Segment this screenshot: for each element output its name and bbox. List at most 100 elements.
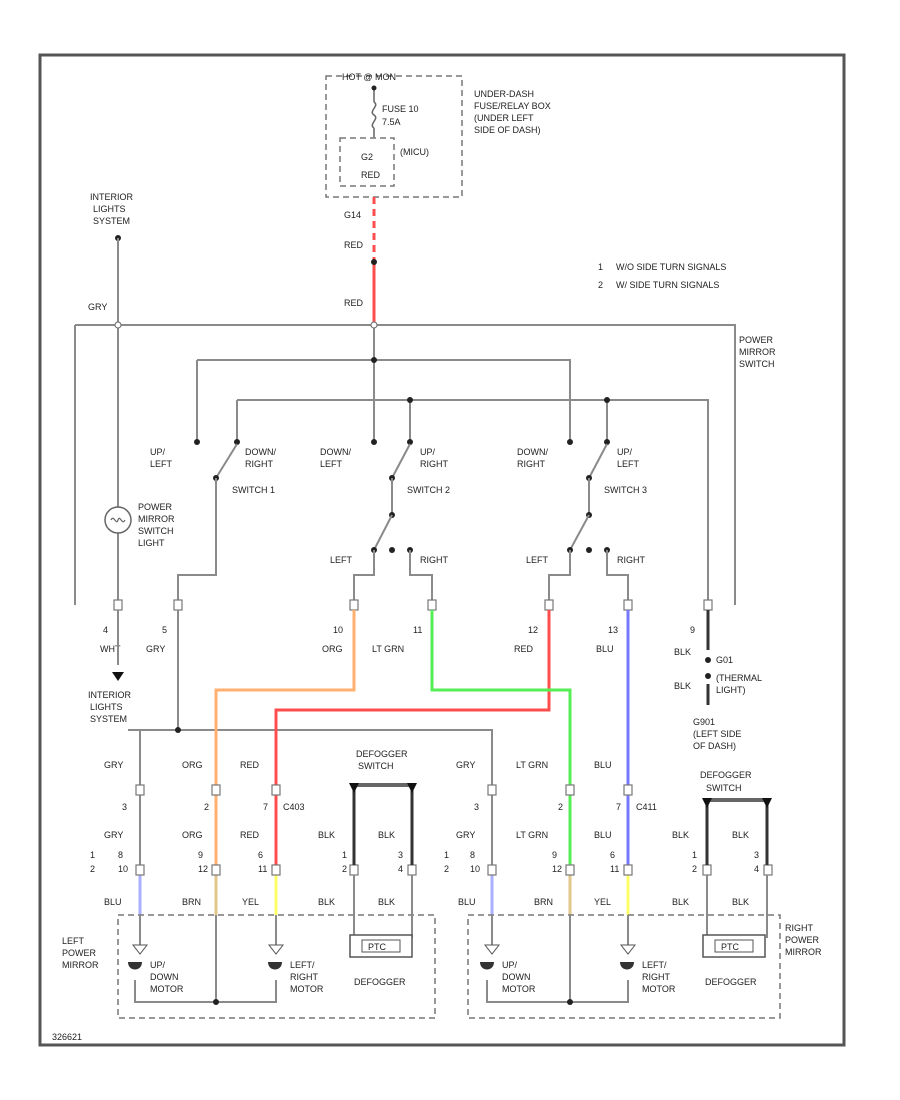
left-mirror-3: MIRROR: [62, 960, 99, 970]
sw3-name: SWITCH 3: [604, 485, 647, 495]
pin-1-dl: 1: [342, 850, 347, 860]
pm-switch-3: SWITCH: [739, 359, 775, 369]
pin-7-l: 7: [263, 802, 268, 812]
right-leftright-motor-icon: [620, 962, 634, 970]
lbl-red-l1: RED: [240, 760, 260, 770]
ptc-left: PTC: [368, 942, 387, 952]
lbl-blk-dr1: BLK: [672, 830, 689, 840]
defogger-switch-right: [702, 798, 772, 865]
sw1-b-2: RIGHT: [245, 459, 274, 469]
power-mirror-switch-block: [74, 238, 736, 605]
pin-6-r: 6: [610, 850, 615, 860]
left-mirror-2: POWER: [62, 948, 97, 958]
lbl-blu-r: BLU: [458, 897, 476, 907]
ground-arrow-icon: [112, 672, 124, 681]
sw3-left: LEFT: [526, 555, 549, 565]
diagram-frame: [38, 53, 846, 1047]
pin-1-dr: 1: [692, 850, 697, 860]
lbl-blk-dr2: BLK: [732, 830, 749, 840]
pin-2-dr: 2: [692, 864, 697, 874]
wire-label-gry-top: GRY: [88, 302, 107, 312]
pin-11-l: 11: [258, 864, 267, 874]
footer-code: 326621: [52, 1032, 82, 1042]
mirror-connectors: [135, 784, 773, 876]
rm-lr-1: LEFT/: [642, 960, 667, 970]
lbl-gry-l2: GRY: [104, 830, 123, 840]
lm-lr-1: LEFT/: [290, 960, 315, 970]
pin-12-r: 12: [552, 864, 562, 874]
pin-7-r: 7: [616, 802, 621, 812]
c403-label: C403: [283, 802, 305, 812]
pin-11-r: 11: [610, 864, 619, 874]
sw-light-4: LIGHT: [138, 538, 165, 548]
left-updown-motor-icon: [128, 962, 142, 970]
rm-updown-2: DOWN: [502, 972, 531, 982]
interior-bot-2: LIGHTS: [90, 702, 123, 712]
right-mirror-3: MIRROR: [785, 947, 822, 957]
sw1-b-1: DOWN/: [245, 447, 276, 457]
relay-name: (MICU): [400, 147, 429, 157]
legend-num-2: 2: [598, 280, 603, 290]
relay-pin: RED: [361, 170, 381, 180]
pin-9-r: 9: [552, 850, 557, 860]
wire-label-gry-5: GRY: [146, 644, 165, 654]
interior-top-2: LIGHTS: [93, 204, 126, 214]
pin-8-l: 8: [118, 850, 123, 860]
rm-lr-3: MOTOR: [642, 984, 676, 994]
lbl-blk-dl4: BLK: [378, 897, 395, 907]
lm-lr-3: MOTOR: [290, 984, 324, 994]
pin-9: 9: [690, 625, 695, 635]
sw2-right: RIGHT: [420, 555, 449, 565]
lbl-brn-r: BRN: [534, 897, 553, 907]
interior-top-1: INTERIOR: [90, 192, 134, 202]
fuse-box-location-3: (UNDER LEFT: [474, 113, 534, 123]
pin-5: 5: [162, 625, 167, 635]
wire-label-red-12: RED: [514, 644, 534, 654]
lbl-blk-dl1: BLK: [318, 830, 335, 840]
left-leftright-motor-icon: [268, 962, 282, 970]
ptc-right: PTC: [721, 942, 740, 952]
interior-bot-1: INTERIOR: [88, 690, 132, 700]
pin-13: 13: [608, 625, 618, 635]
g901-3: OF DASH): [693, 741, 736, 751]
pin-12: 12: [528, 625, 538, 635]
rm-updown-1: UP/: [502, 960, 518, 970]
wire-label-g14: G14: [344, 210, 361, 220]
sw3-a-2: RIGHT: [517, 459, 546, 469]
pin-3-r: 3: [474, 802, 479, 812]
wire-label-red-2: RED: [344, 298, 364, 308]
switch-connector-row: [113, 599, 713, 611]
leg-2-l: 2: [90, 864, 95, 874]
sw2-a-1: DOWN/: [320, 447, 351, 457]
hot-label: HOT @ MON: [342, 72, 396, 82]
legend-num-1: 1: [598, 262, 603, 272]
lbl-ltgrn-r2: LT GRN: [516, 830, 548, 840]
sw-light-3: SWITCH: [138, 526, 174, 536]
rm-lr-2: RIGHT: [642, 972, 671, 982]
lbl-ltgrn-r1: LT GRN: [516, 760, 548, 770]
lbl-gry-r1: GRY: [456, 760, 475, 770]
pin-3-l: 3: [122, 802, 127, 812]
sw2-b-1: UP/: [420, 447, 436, 457]
right-mirror-2: POWER: [785, 935, 820, 945]
sw1-name: SWITCH 1: [232, 485, 275, 495]
thermal-2: LIGHT): [716, 685, 746, 695]
g901-1: G901: [693, 717, 715, 727]
lbl-gry-r2: GRY: [456, 830, 475, 840]
rm-updown-3: MOTOR: [502, 984, 536, 994]
pin-12-l: 12: [198, 864, 208, 874]
pin-9-l: 9: [198, 850, 203, 860]
relay-connector: G2: [361, 152, 373, 162]
pin-2-dl: 2: [342, 864, 347, 874]
lm-updown-2: DOWN: [150, 972, 179, 982]
left-mirror-1: LEFT: [62, 936, 85, 946]
sw2-b-2: RIGHT: [420, 459, 449, 469]
lbl-blu-l: BLU: [104, 897, 122, 907]
wire-label-blu-13: BLU: [596, 644, 614, 654]
g901-2: (LEFT SIDE: [693, 729, 741, 739]
right-updown-motor-icon: [480, 962, 494, 970]
sw2-name: SWITCH 2: [407, 485, 450, 495]
pin-6-l: 6: [258, 850, 263, 860]
thermal-1: (THERMAL: [716, 673, 762, 683]
